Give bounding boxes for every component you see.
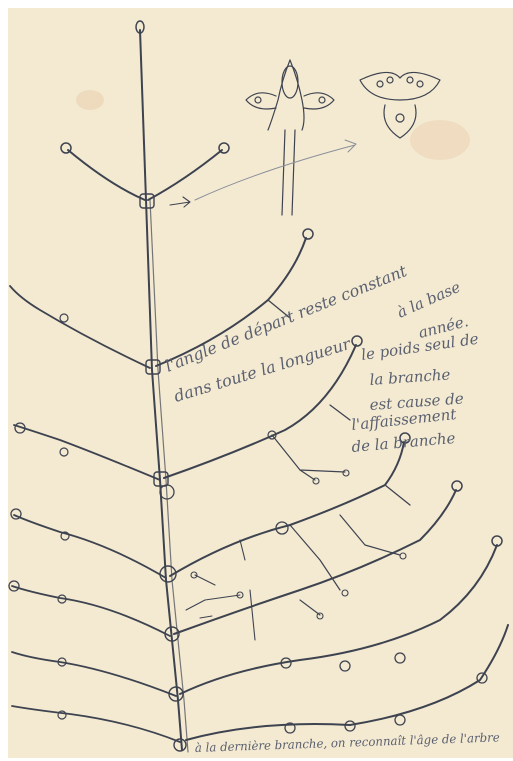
paper-stain bbox=[76, 90, 104, 110]
paper-stain bbox=[410, 120, 470, 160]
